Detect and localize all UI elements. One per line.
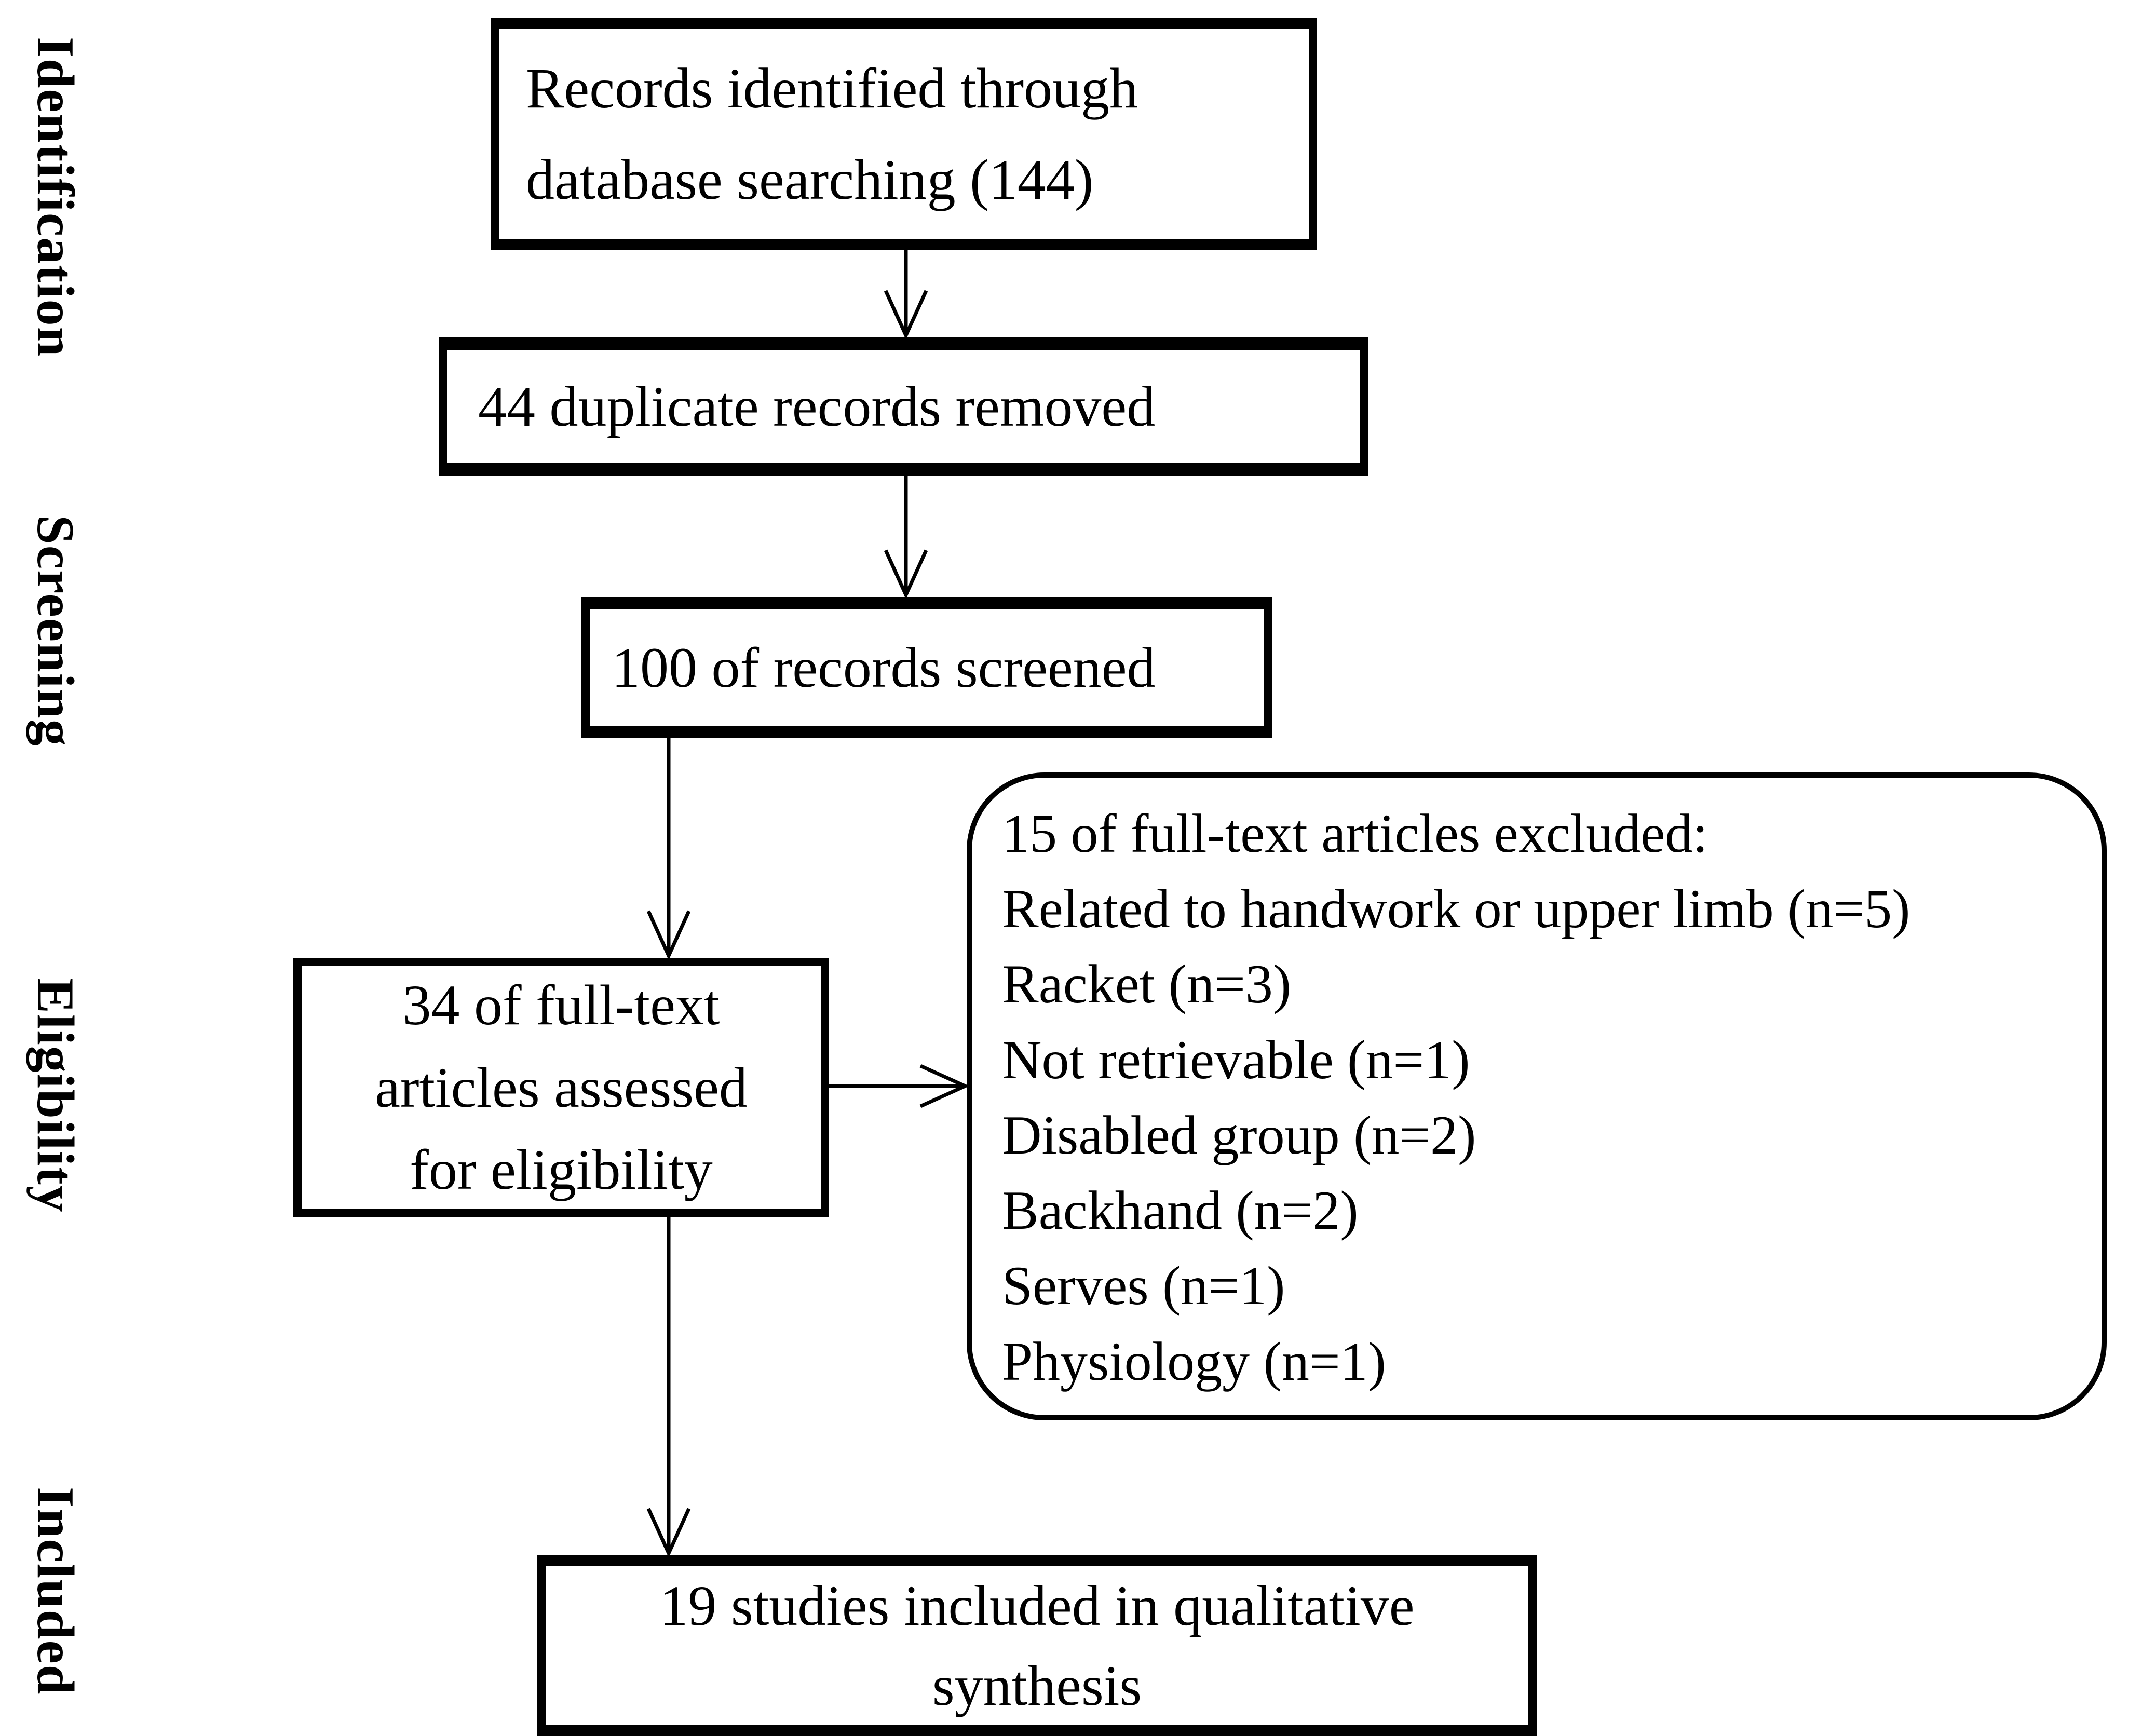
box-records-screened: 100 of records screened: [581, 597, 1272, 738]
box-text-line: 44 duplicate records removed: [478, 374, 1156, 438]
box-text-line: database searching (144): [526, 148, 1094, 211]
box-records-identified: Records identified through database sear…: [491, 18, 1317, 250]
exclusion-reason: Not retrievable (n=1): [1002, 1029, 1470, 1090]
exclusion-reason: Disabled group (n=2): [1002, 1104, 1476, 1165]
box-text-line: synthesis: [932, 1654, 1142, 1717]
box-fulltext-assessed: 34 of full-text articles assessed for el…: [293, 958, 829, 1217]
box-fulltext-excluded: 15 of full-text articles excluded: Relat…: [967, 772, 2107, 1420]
stage-label-screening: Screening: [26, 514, 85, 747]
stage-label-eligibility: Eligibility: [26, 978, 85, 1213]
arrow-duplicates-to-screened: [884, 474, 928, 600]
box-text-line: articles assessed: [375, 1055, 748, 1119]
arrow-assessed-to-included: [646, 1216, 691, 1558]
box-text-line: 19 studies included in qualitative: [659, 1574, 1415, 1637]
box-text-line: Records identified through: [526, 57, 1138, 120]
arrow-screened-to-assessed: [646, 737, 691, 960]
box-text-line: for eligibility: [410, 1138, 713, 1202]
exclusion-reason: Physiology (n=1): [1002, 1331, 1386, 1392]
exclusion-heading: 15 of full-text articles excluded:: [1002, 803, 1708, 864]
arrow-assessed-to-excluded: [828, 1064, 970, 1108]
exclusion-reason: Serves (n=1): [1002, 1255, 1285, 1317]
box-text-line: 100 of records screened: [612, 635, 1156, 699]
stage-label-identification: Identification: [26, 37, 85, 358]
box-duplicates-removed: 44 duplicate records removed: [439, 337, 1368, 476]
arrow-identified-to-duplicates: [884, 248, 928, 340]
stage-label-included: Included: [26, 1487, 85, 1696]
box-studies-included: 19 studies included in qualitative synth…: [537, 1555, 1537, 1736]
exclusion-reason: Racket (n=3): [1002, 954, 1292, 1015]
box-text-line: 34 of full-text: [402, 973, 720, 1037]
exclusion-reason: Backhand (n=2): [1002, 1180, 1359, 1241]
exclusion-reason: Related to handwork or upper limb (n=5): [1002, 878, 1910, 940]
